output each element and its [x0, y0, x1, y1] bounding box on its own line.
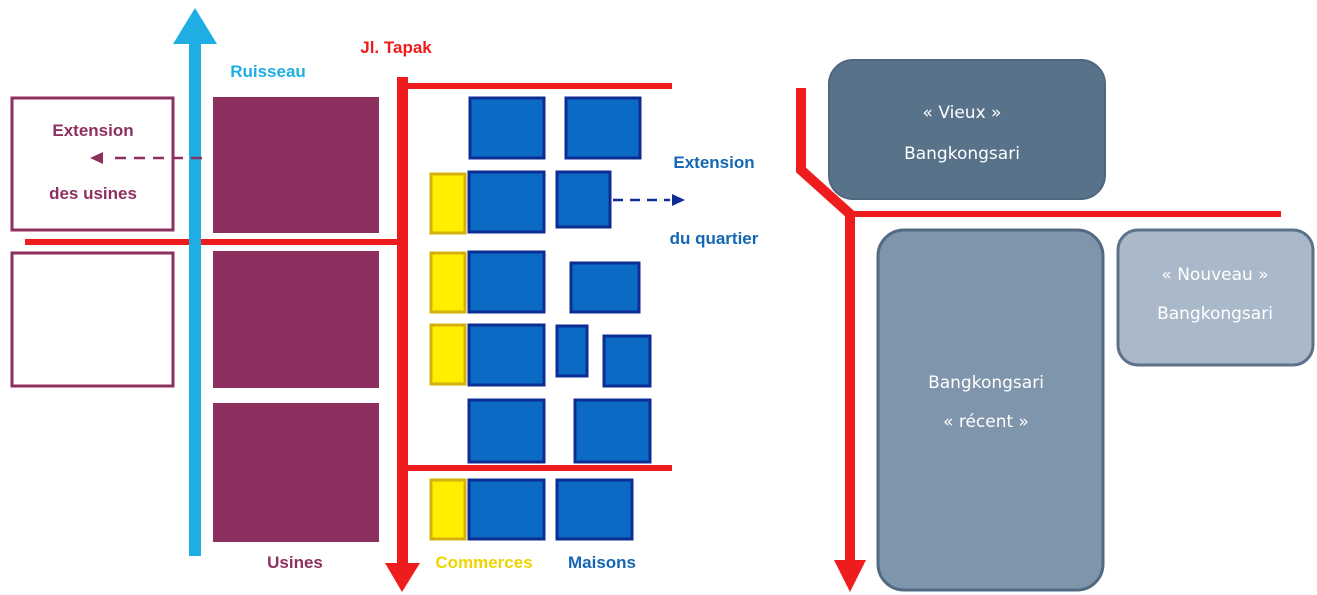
house-block [467, 323, 546, 387]
shop-block [429, 172, 467, 235]
house-block [573, 398, 652, 464]
house-block [555, 170, 612, 229]
house-block [569, 261, 641, 314]
shop-block [429, 478, 467, 541]
recent-zone-label-line2: « récent » [943, 412, 1029, 432]
road-north [402, 83, 672, 89]
house-block [467, 478, 546, 541]
zone-recent-bangkongsari [876, 228, 1105, 592]
factory-extension-label-line1: Extension [52, 121, 133, 140]
new-zone-label-line2: Bangkongsari [1157, 304, 1273, 324]
factory-extension-label-line2: des usines [49, 184, 137, 203]
recent-zone-label-line1: Bangkongsari [928, 373, 1044, 393]
legend-factories: Usines [267, 553, 323, 572]
road-bend [796, 88, 855, 562]
stream-label: Ruisseau [230, 62, 306, 81]
down-arrow-icon [834, 560, 866, 592]
shop-block [429, 323, 467, 386]
legend-houses: Maisons [568, 553, 636, 572]
old-zone-label-line1: « Vieux » [923, 103, 1002, 123]
factory-block [213, 403, 379, 542]
zone-new-bangkongsari [1116, 228, 1315, 367]
legend-shops: Commerces [435, 553, 532, 572]
dashed-left-arrow-icon [90, 152, 202, 164]
house-block [564, 96, 642, 160]
down-arrow-icon [385, 77, 420, 592]
zone-old-bangkongsari [828, 59, 1106, 200]
road-east-west [846, 211, 1281, 217]
road-label: Jl. Tapak [360, 38, 432, 57]
side-road [25, 239, 405, 245]
empty-extension-zone [10, 251, 175, 388]
new-zone-label-line1: « Nouveau » [1161, 265, 1268, 285]
house-block [467, 250, 546, 314]
quarter-extension-label-line2: du quartier [670, 229, 759, 248]
dashed-right-arrow-icon [613, 194, 685, 206]
up-arrow-icon [173, 8, 217, 556]
quarter-extension-label-line1: Extension [673, 153, 754, 172]
road-south [402, 465, 672, 471]
house-block [467, 170, 546, 234]
factory-block [213, 251, 379, 388]
factory-extension-zone [10, 96, 175, 232]
houses [467, 96, 652, 541]
shop-block [429, 251, 467, 314]
house-block [602, 334, 652, 388]
old-zone-label-line2: Bangkongsari [904, 144, 1020, 164]
factory-block [213, 97, 379, 233]
house-block [467, 398, 546, 464]
house-block [468, 96, 546, 160]
house-block [555, 478, 634, 541]
house-block [555, 324, 589, 378]
